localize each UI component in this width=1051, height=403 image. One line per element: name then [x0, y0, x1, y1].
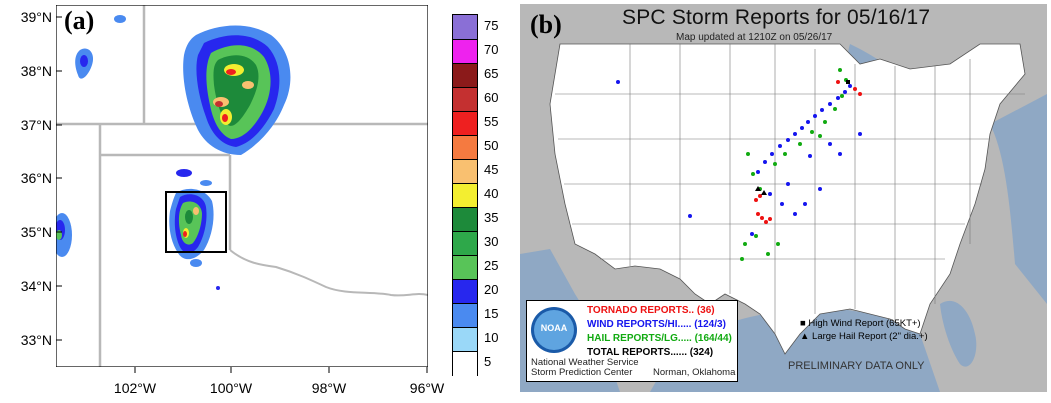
colorbar-segment [453, 15, 477, 39]
map-subtitle: Map updated at 1210Z on 05/26/17 [676, 32, 833, 43]
lon-label: 100°W [209, 380, 253, 396]
lat-label: 37°N [20, 117, 52, 133]
colorbar-segment [453, 303, 477, 328]
total-count: TOTAL REPORTS...... (324) [587, 347, 714, 358]
report-legend: NOAA TORNADO REPORTS.. (36) WIND REPORTS… [526, 300, 738, 382]
colorbar-label: 40 [484, 186, 499, 201]
lat-label: 38°N [20, 63, 52, 79]
colorbar-segment [453, 135, 477, 160]
colorbar-label: 65 [484, 66, 499, 81]
lat-label: 39°N [20, 9, 52, 25]
hail-count: HAIL REPORTS/LG..... (164/44) [587, 333, 732, 344]
radar-map-area [56, 5, 428, 367]
colorbar-segment [453, 327, 477, 352]
colorbar-segment [453, 255, 477, 280]
colorbar-label: 10 [484, 330, 499, 345]
colorbar-label: 55 [484, 114, 499, 129]
panel-b-storm-reports: (b) SPC Storm Reports for 05/16/17 Map u… [516, 0, 1051, 403]
red-river-boundary [229, 249, 428, 297]
lat-label: 35°N [20, 224, 52, 240]
colorbar-label: 75 [484, 18, 499, 33]
noaa-logo: NOAA [531, 307, 577, 353]
colorbar-segment [453, 87, 477, 112]
colorbar-label: 35 [484, 210, 499, 225]
radar-echoes-south [56, 188, 220, 290]
large-hail-reports [755, 80, 850, 195]
lat-label: 33°N [20, 332, 52, 348]
highlight-box [165, 191, 227, 253]
panel-b-label: (b) [530, 10, 562, 39]
wind-count: WIND REPORTS/HI..... (124/3) [587, 319, 726, 330]
colorbar-label: 5 [484, 354, 492, 369]
lat-label: 34°N [20, 278, 52, 294]
high-wind-symbol: ■ High Wind Report (65KT+) [800, 318, 921, 329]
colorbar-segment [453, 63, 477, 88]
org-city: Norman, Oklahoma [653, 367, 736, 378]
panel-a-label: (a) [64, 6, 95, 35]
colorbar-label: 30 [484, 234, 499, 249]
colorbar-segment [453, 231, 477, 256]
colorbar-segment [453, 39, 477, 64]
hail-reports [740, 68, 848, 261]
colorbar-label: 25 [484, 258, 499, 273]
colorbar-segment [453, 111, 477, 136]
large-hail-symbol: ▲ Large Hail Report (2" dia.+) [800, 331, 928, 342]
panel-a-radar-map: (a) 39°N 38°N 37°N 36°N 35°N 34°N 33°N 1… [0, 0, 520, 403]
colorbar-segment [453, 159, 477, 184]
org-name: National Weather Service [531, 357, 639, 368]
lon-label: 96°W [409, 380, 445, 396]
colorbar-label: 60 [484, 90, 499, 105]
colorbar-label: 20 [484, 282, 499, 297]
colorbar-segment [453, 183, 477, 208]
colorbar-label: 70 [484, 42, 499, 57]
colorbar [452, 14, 478, 376]
colorbar-label: 45 [484, 162, 499, 177]
colorbar-segment [453, 279, 477, 304]
colorbar-segment [453, 351, 477, 376]
lon-label: 98°W [311, 380, 347, 396]
colorbar-label: 50 [484, 138, 499, 153]
tornado-count: TORNADO REPORTS.. (36) [587, 305, 715, 316]
wind-reports [616, 80, 862, 236]
colorbar-segment [453, 207, 477, 232]
org-center: Storm Prediction Center [531, 367, 633, 378]
lat-label: 36°N [20, 170, 52, 186]
colorbar-labels: 75 70 65 60 55 50 45 40 35 30 25 20 15 10 5 [480, 14, 514, 374]
radar-echoes-north [75, 15, 291, 186]
axis-ticks [56, 16, 428, 373]
colorbar-label: 15 [484, 306, 499, 321]
map-title: SPC Storm Reports for 05/16/17 [622, 6, 931, 29]
preliminary-footer: PRELIMINARY DATA ONLY [788, 360, 925, 372]
lon-label: 102°W [113, 380, 157, 396]
